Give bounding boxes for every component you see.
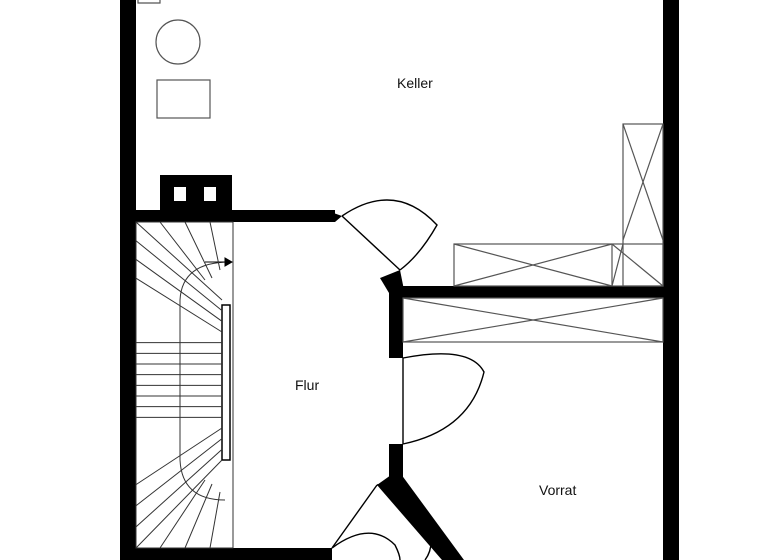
door-lower-swing [376,483,432,560]
stair-tread [135,221,223,301]
walls [120,0,679,560]
chimney-flue-right [204,187,216,201]
shelf-vertical-cross-2 [622,123,664,241]
stair-tread [135,259,223,322]
wall-jamb-upper [380,270,404,298]
room-label-keller: Keller [397,75,433,91]
door-bottom-swing [331,532,401,560]
stair-treads [135,221,223,549]
stair-winder-tread [209,221,221,271]
fixtures [137,0,664,343]
shelf-horizontal [453,243,664,287]
room-label-vorrat: Vorrat [539,482,576,498]
room-label-flur: Flur [295,377,319,393]
door-vorrat-swing [402,353,485,445]
wall-bottom-left [120,548,332,560]
chimney [160,175,232,215]
stair-winder-tread [159,221,206,281]
wall-right-outer [663,0,679,560]
round-tank [155,19,201,65]
stair-winder-tread [184,221,213,279]
chimney-flue-left [174,187,186,201]
stair-tread [135,427,223,486]
stair-inner-curve [179,261,231,501]
small-box-top [137,0,161,4]
stair-handrail [221,304,231,461]
stair-direction-arrowhead [224,257,234,267]
square-unit [156,79,211,119]
wall-flur-east-upper [389,286,403,358]
vorrat-shelf-cross-2 [402,297,664,343]
wall-flur-east-lower [389,444,403,480]
stair-tread [135,277,223,333]
door-keller-swing [341,199,438,271]
wall-keller-vorrat [400,286,670,298]
doors [331,199,485,560]
stair-tread [135,448,223,528]
shelf-corner-cross-1 [611,243,664,287]
stair-tread [135,459,223,549]
door-keller-leaf [341,215,401,271]
wall-keller-flur-left [120,210,335,222]
shelf-vertical [622,123,664,287]
wall-door-jamb-top [325,210,342,222]
stair-winder-tread [159,479,206,549]
shelf-horizontal-cross-2 [453,243,613,287]
wall-diagonal-lower [377,470,464,560]
wall-left-outer [120,0,136,560]
stair-tread [135,438,223,507]
stair-tread [135,240,223,312]
stair-winder-tread [209,491,221,549]
stair-winder-tread [184,483,213,549]
vorrat-shelf [402,297,664,343]
shelf-corner-cross-2 [611,243,624,287]
door-lower-leaf [331,484,378,549]
